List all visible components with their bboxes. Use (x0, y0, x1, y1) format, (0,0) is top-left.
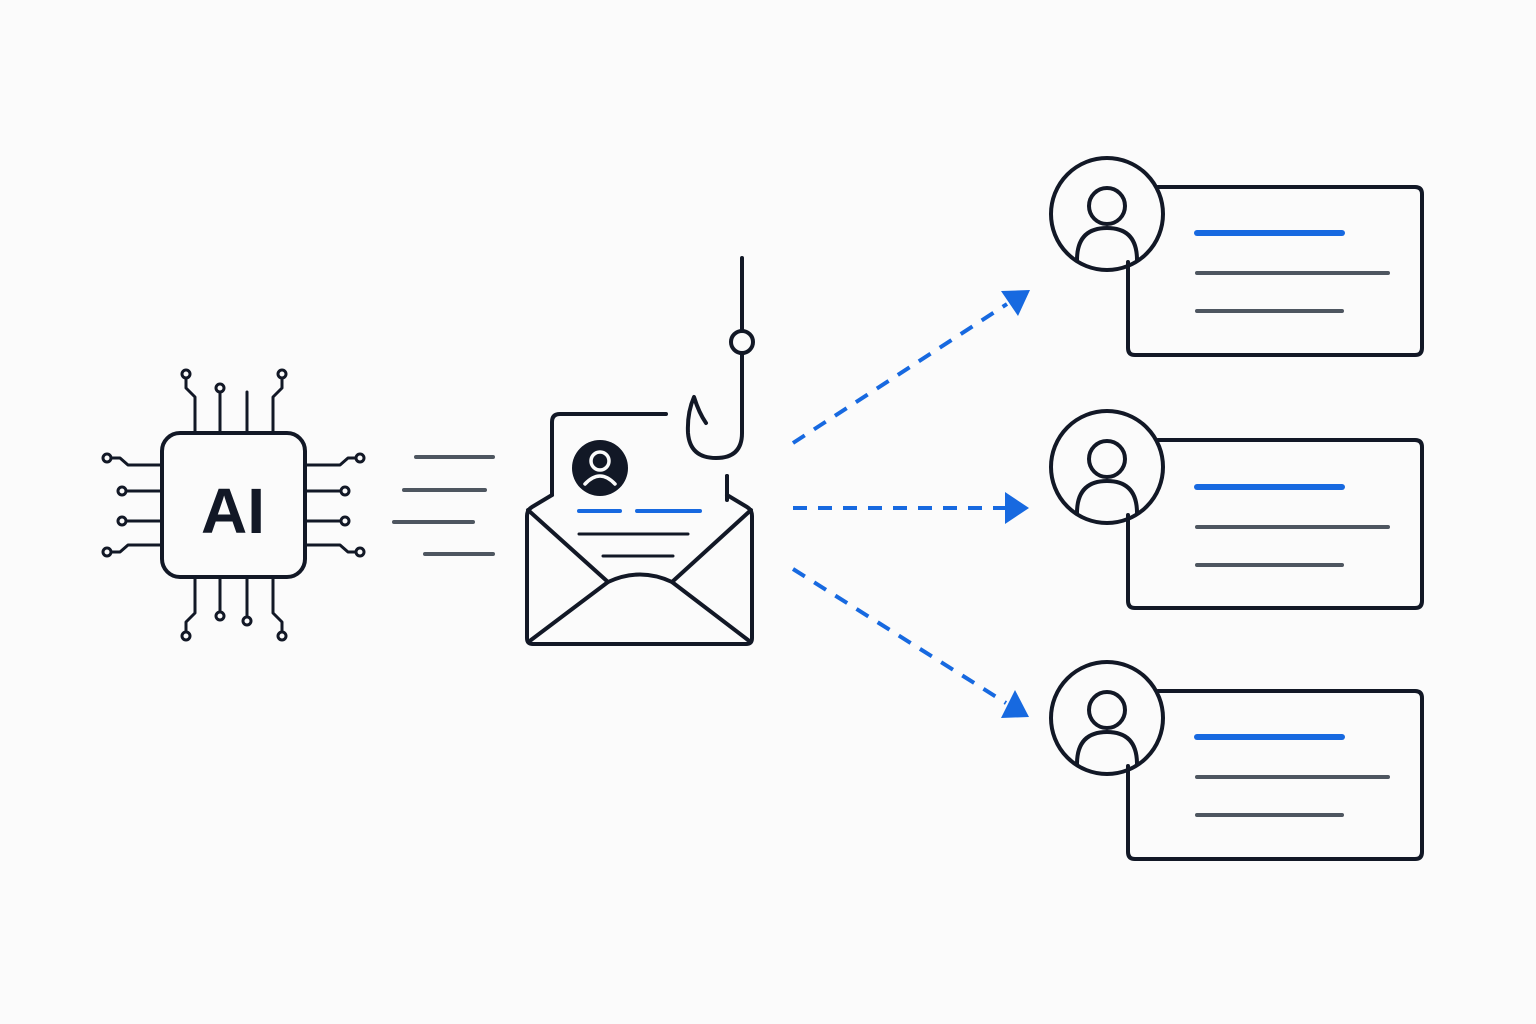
arrow-to-recipient-3 (791, 567, 1008, 705)
recipient-head (1087, 186, 1127, 226)
recipient-avatar-circle (1049, 660, 1165, 776)
envelope-bottom-fold (529, 580, 750, 642)
envelope-inner-fold (526, 508, 753, 584)
recipient-card-frame (1126, 438, 1424, 610)
recipient-shoulders (1075, 226, 1139, 262)
arrow-head (1001, 690, 1029, 718)
arrow-head (1005, 492, 1029, 524)
recipient-card-frame (1126, 185, 1424, 357)
user-profile-card-icon (1049, 156, 1424, 357)
ai-chip-icon: AI (101, 368, 366, 642)
envelope-body (525, 493, 754, 646)
phishing-email-icon (525, 256, 755, 646)
speed-lines (392, 455, 495, 556)
chip-right-pins (303, 452, 366, 558)
chip-bottom-pins (180, 575, 288, 642)
user-avatar-icon (572, 440, 628, 496)
user-profile-card-icon (1049, 660, 1424, 861)
recipient-head (1087, 690, 1127, 730)
chip-body (160, 431, 307, 579)
fish-hook-icon (685, 256, 755, 460)
arrow-to-recipient-1 (791, 302, 1009, 445)
chip-top-pins (180, 368, 288, 435)
recipient-card-frame (1126, 689, 1424, 861)
recipient-shoulders (1075, 479, 1139, 515)
recipient-avatar-circle (1049, 156, 1165, 272)
recipient-head (1087, 439, 1127, 479)
chip-left-pins (101, 452, 164, 558)
arrow-head (1001, 290, 1030, 316)
user-profile-card-icon (1049, 409, 1424, 610)
chip-label: AI (201, 475, 265, 547)
distribution-arrows (791, 290, 1030, 718)
recipient-cards (1049, 156, 1424, 861)
recipient-shoulders (1075, 730, 1139, 766)
recipient-avatar-circle (1049, 409, 1165, 525)
